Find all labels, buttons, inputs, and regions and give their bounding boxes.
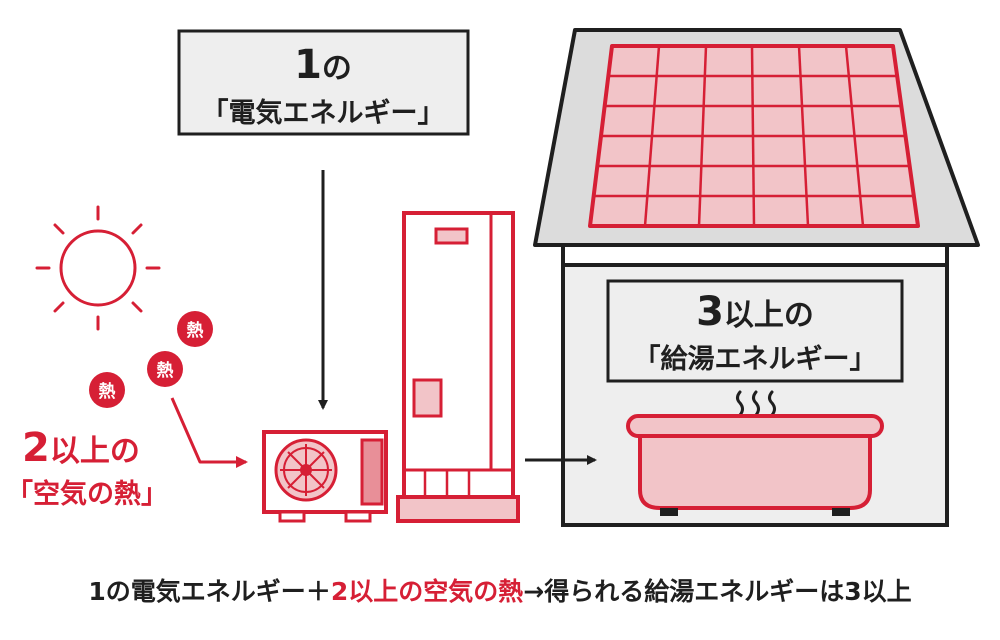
summary-result: 得られる給湯エネルギーは3以上 [544, 577, 912, 606]
summary-air-heat: 2以上の空気の熱 [330, 577, 524, 606]
heat-badge-text: 熱 [157, 360, 174, 381]
water-heater-tank [396, 211, 520, 523]
heat-badge-text: 熱 [187, 320, 204, 341]
air-heat-label-line2: 「空気の熱」 [6, 478, 168, 510]
solar-panel [588, 44, 920, 228]
hot-water-label-number: 3 [696, 289, 724, 335]
electric-label-number: 1 [294, 42, 322, 88]
heat-pump-unit [262, 430, 388, 523]
heat-badge: 熱 [89, 372, 125, 408]
air-heat-label-number: 2 [22, 425, 50, 471]
bathtub [626, 390, 884, 516]
summary-electric: 1の電気エネルギー [88, 577, 306, 606]
summary-arrow: → [523, 577, 545, 606]
summary-plus: ＋ [305, 577, 331, 606]
steam-icon [736, 390, 744, 417]
heat-badge-text: 熱 [99, 381, 116, 402]
electric-label-box: 1の 「電気エネルギー」 [177, 29, 470, 136]
hot-water-label-line1: 3以上の [696, 289, 814, 335]
heat-badge: 熱 [147, 351, 183, 387]
electric-label-line2: 「電気エネルギー」 [202, 97, 445, 129]
hot-water-label-line2: 「給湯エネルギー」 [634, 343, 877, 375]
sun-icon [35, 205, 161, 331]
air-heat-label-line1: 2以上の [22, 425, 140, 471]
heat-badge: 熱 [177, 311, 213, 347]
air-heat-label-suffix: 以上の [50, 434, 140, 469]
electric-label-suffix: の [322, 51, 352, 86]
summary-line: 1の電気エネルギー＋2以上の空気の熱→得られる給湯エネルギーは3以上 [0, 572, 1000, 608]
steam-icon [768, 390, 776, 417]
electric-label-line1: 1の [294, 42, 352, 88]
hot-water-label-box: 3以上の 「給湯エネルギー」 [606, 279, 904, 383]
hot-water-label-suffix: 以上の [724, 298, 814, 333]
air-heat-label: 2以上の 「空気の熱」 [6, 425, 168, 510]
air-heat-arrow [170, 397, 248, 468]
steam-icon [752, 390, 760, 417]
